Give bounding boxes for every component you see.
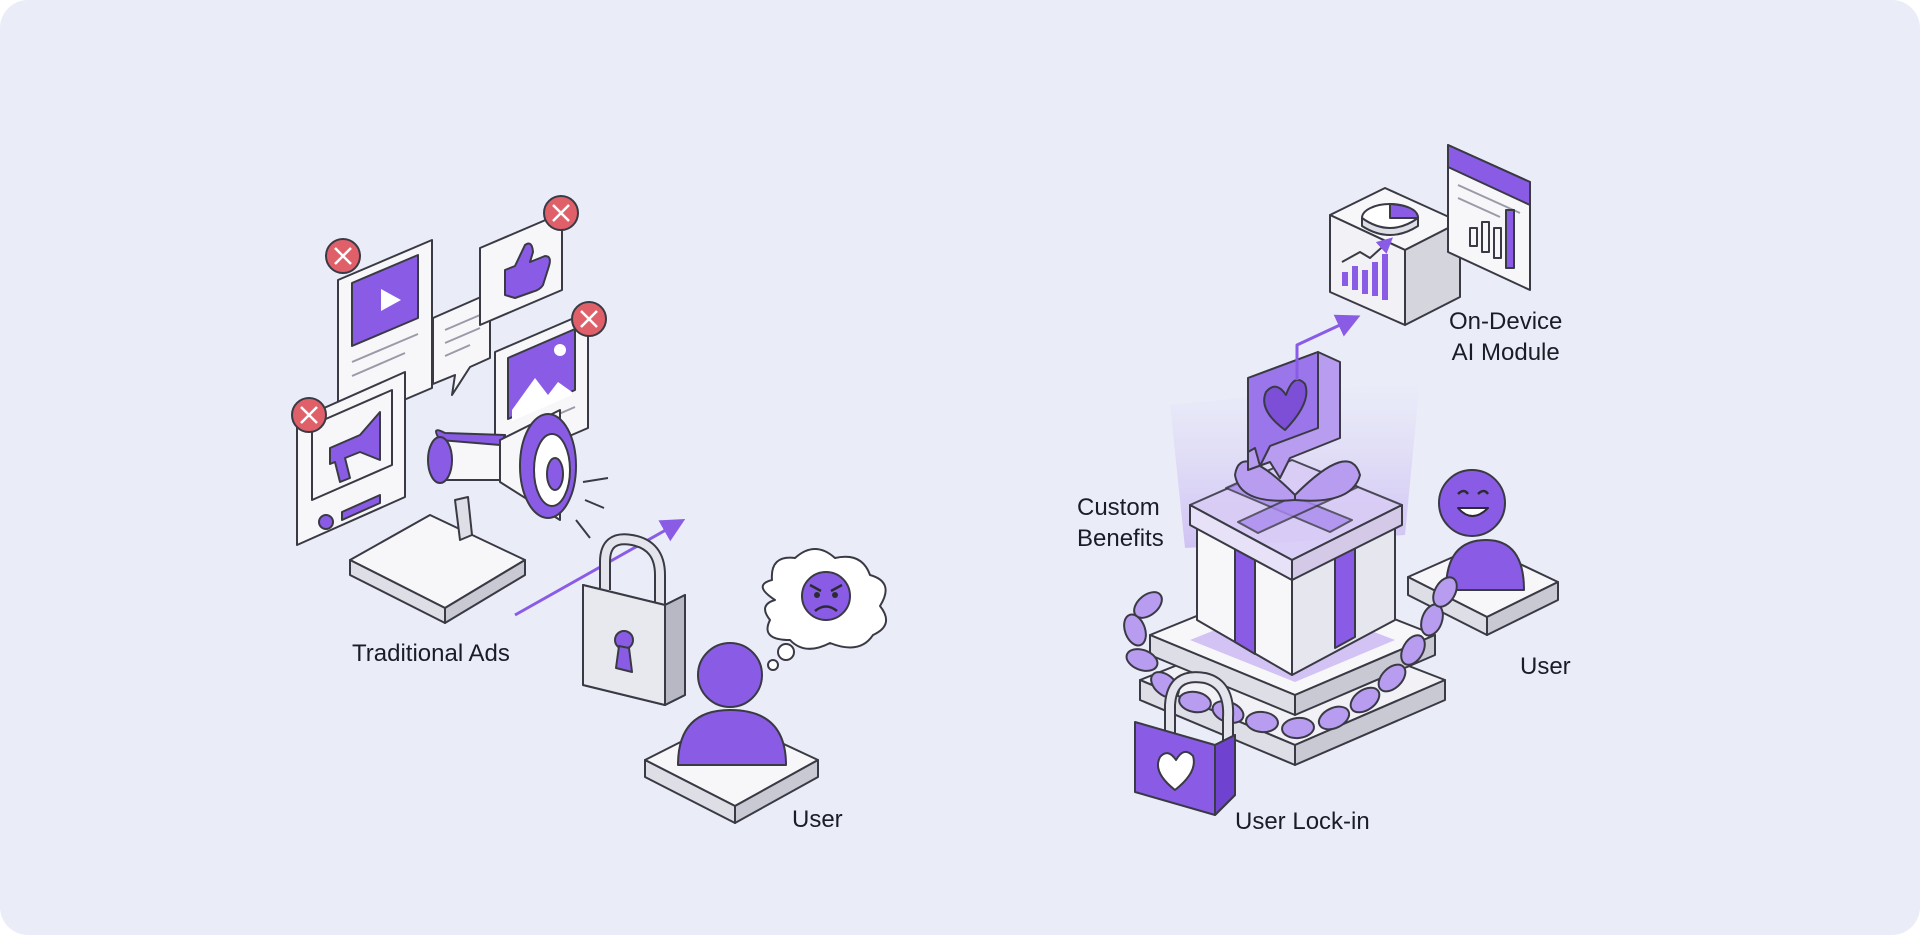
custom-benefits-scene	[1120, 145, 1558, 815]
angry-face-icon	[802, 572, 850, 620]
user-lockin-label: User Lock-in	[1235, 806, 1370, 837]
traditional-ads-scene	[292, 196, 886, 823]
right-user-label: User	[1520, 651, 1571, 682]
thought-bubble	[763, 549, 886, 670]
ad-stand-base	[350, 515, 525, 623]
ai-module-cube	[1330, 188, 1460, 325]
close-icon	[544, 196, 578, 230]
close-icon	[292, 398, 326, 432]
traditional-ads-label: Traditional Ads	[352, 638, 510, 669]
close-icon	[326, 239, 360, 273]
custom-benefits-label: Custom Benefits	[1077, 492, 1164, 554]
custom-benefits-label-line2: Benefits	[1077, 523, 1164, 554]
like-ad-card	[480, 213, 562, 325]
padlock-icon	[583, 539, 685, 705]
ai-module-label-line1: On-Device	[1449, 306, 1562, 337]
ai-module-label: On-Device AI Module	[1449, 306, 1562, 368]
custom-benefits-label-line1: Custom	[1077, 492, 1164, 523]
pie-chart-icon	[1362, 204, 1418, 235]
close-icon	[572, 302, 606, 336]
ai-module-label-line2: AI Module	[1449, 337, 1562, 368]
left-user-label: User	[792, 804, 843, 835]
